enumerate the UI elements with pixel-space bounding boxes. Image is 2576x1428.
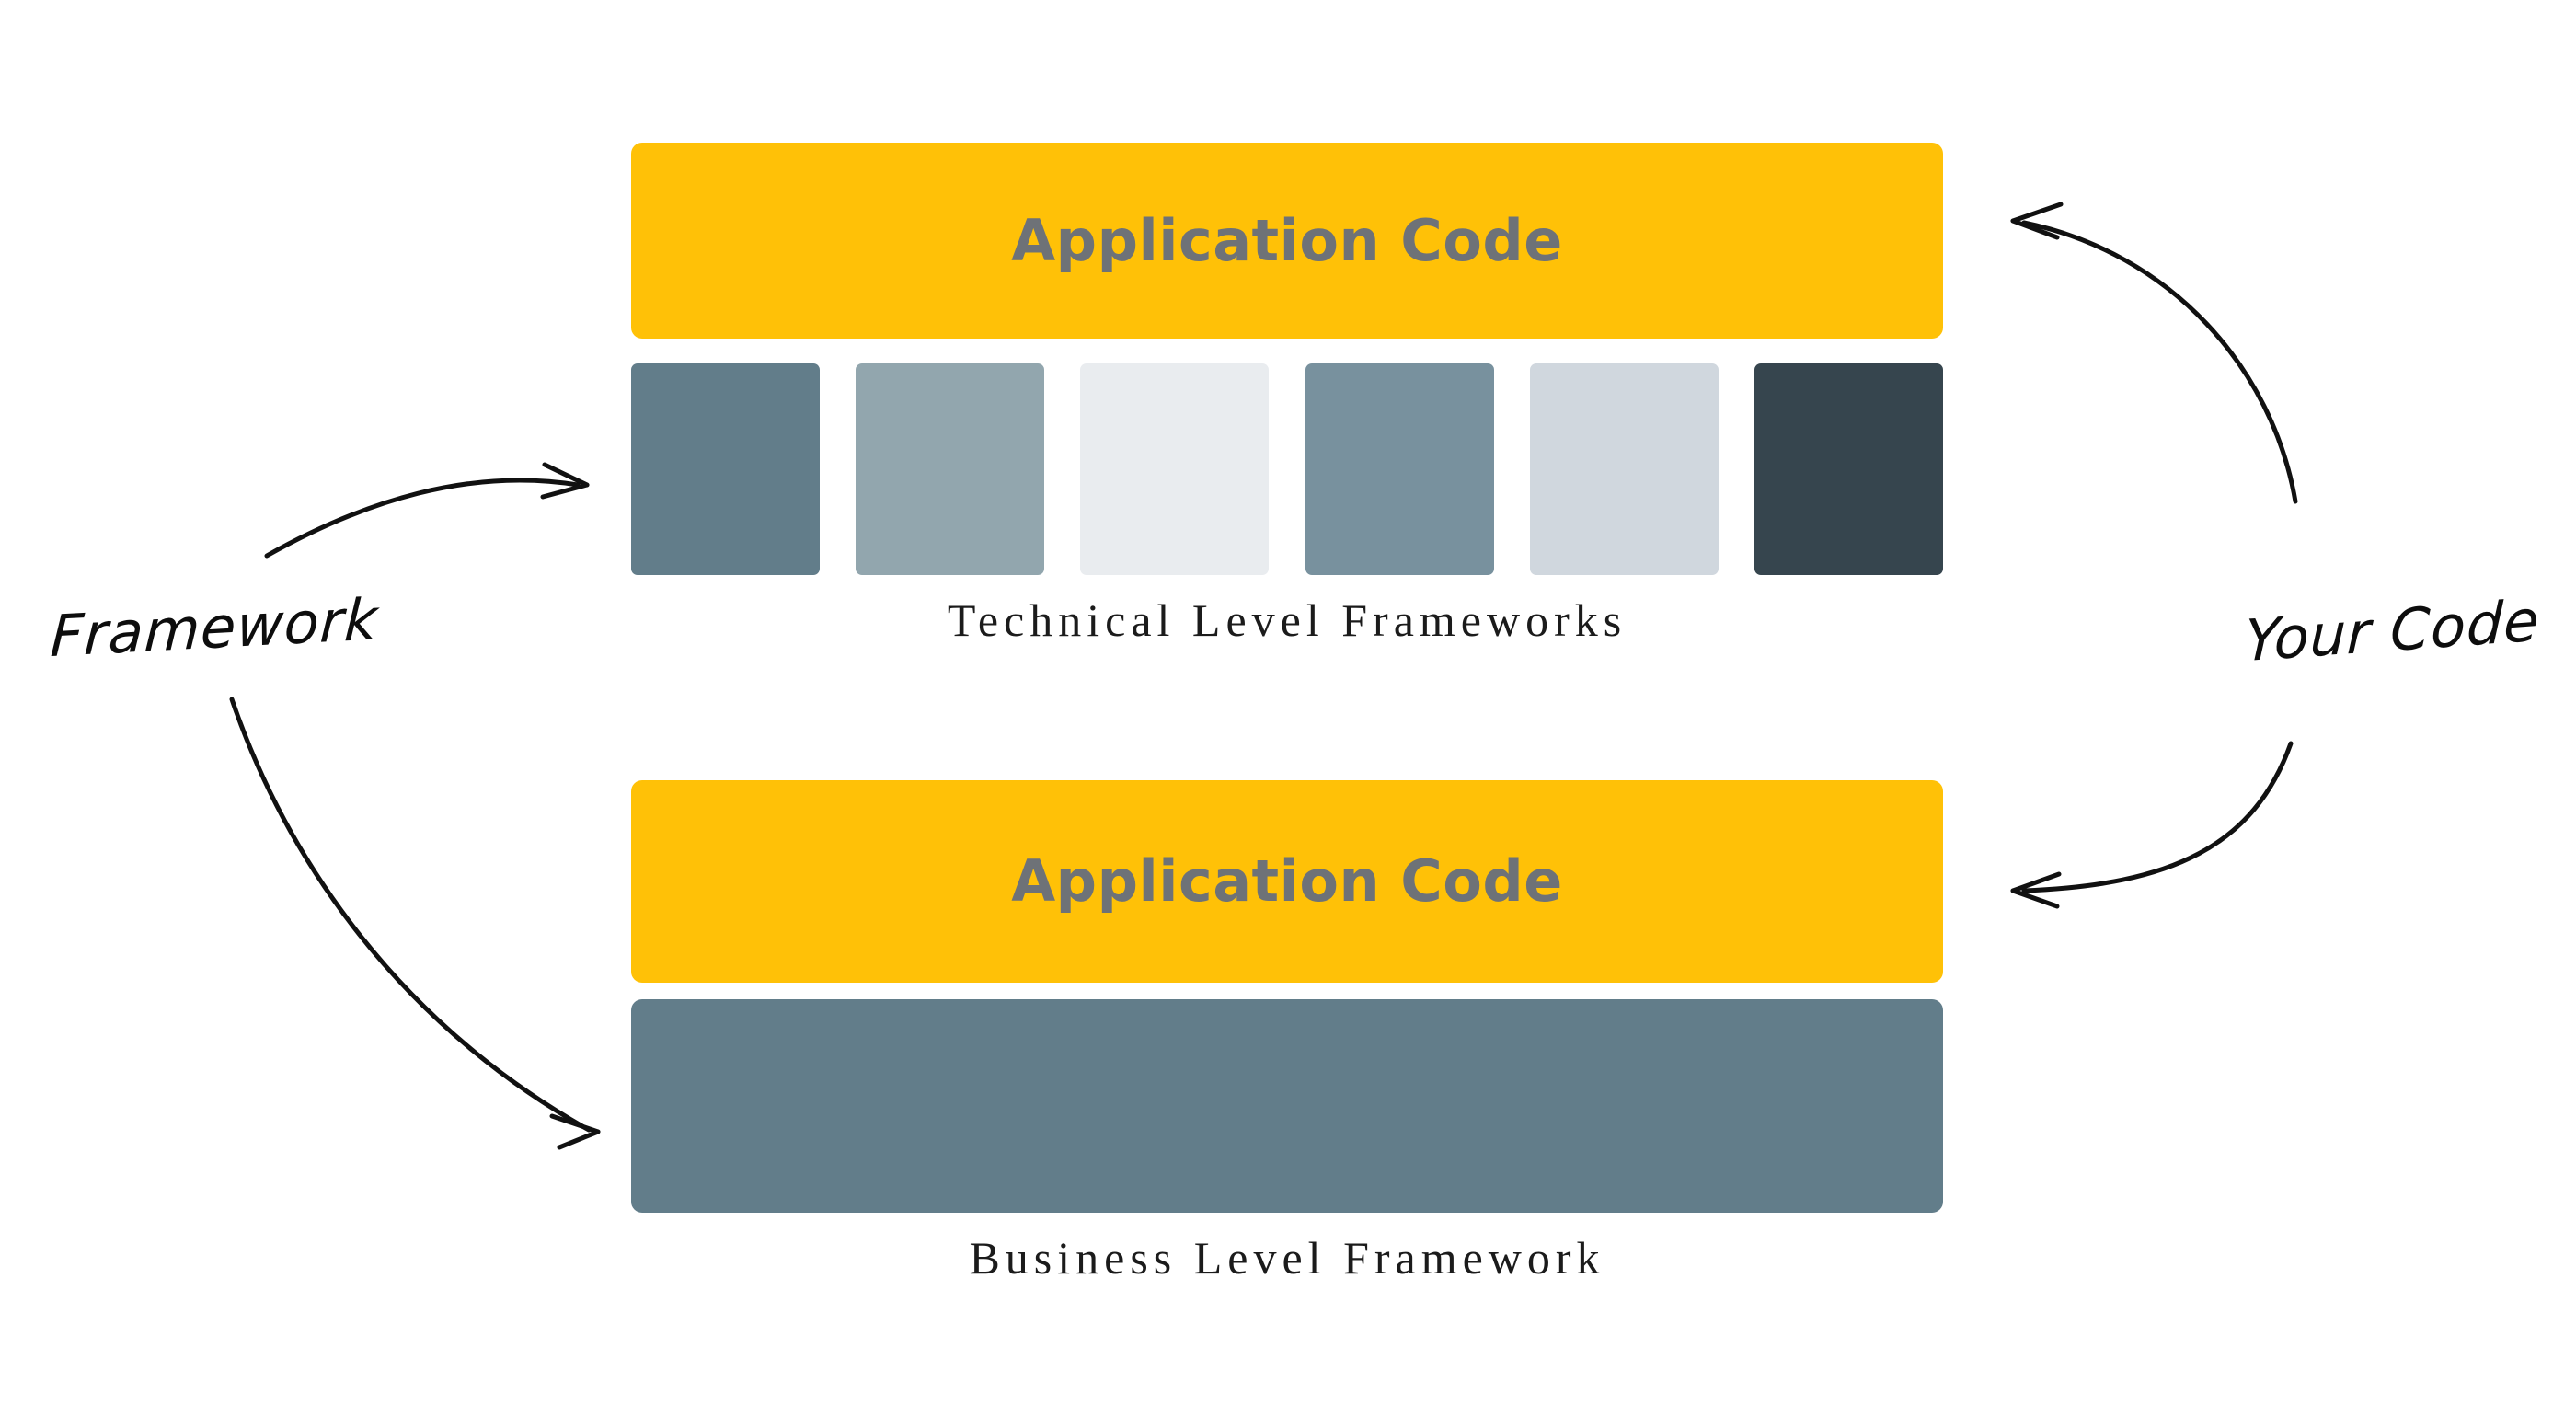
application-code-box-bottom: Application Code [631, 780, 1943, 983]
business-framework-bar [631, 999, 1943, 1213]
technical-framework-swatch-row [631, 363, 1943, 575]
your-code-annotation-label: Your Code [2243, 586, 2541, 675]
arrow-framework-to-business [229, 697, 601, 1150]
arrow-your-code-to-top-app-code [2010, 202, 2298, 504]
technical-swatch-5 [1529, 363, 1719, 575]
arrow-framework-to-technical [264, 462, 590, 559]
technical-swatch-6 [1754, 363, 1943, 575]
business-framework-caption: Business Level Framework [969, 1232, 1605, 1284]
application-code-label-bottom: Application Code [1011, 847, 1563, 915]
application-code-label-top: Application Code [1011, 206, 1563, 274]
application-code-box-top: Application Code [631, 143, 1943, 339]
technical-frameworks-caption: Technical Level Frameworks [947, 594, 1627, 646]
arrow-your-code-to-bottom-app-code [2010, 741, 2294, 909]
framework-annotation-label: Framework [49, 585, 381, 671]
technical-swatch-3 [1080, 363, 1270, 575]
technical-swatch-2 [856, 363, 1045, 575]
technical-swatch-4 [1305, 363, 1494, 575]
technical-swatch-1 [631, 363, 820, 575]
